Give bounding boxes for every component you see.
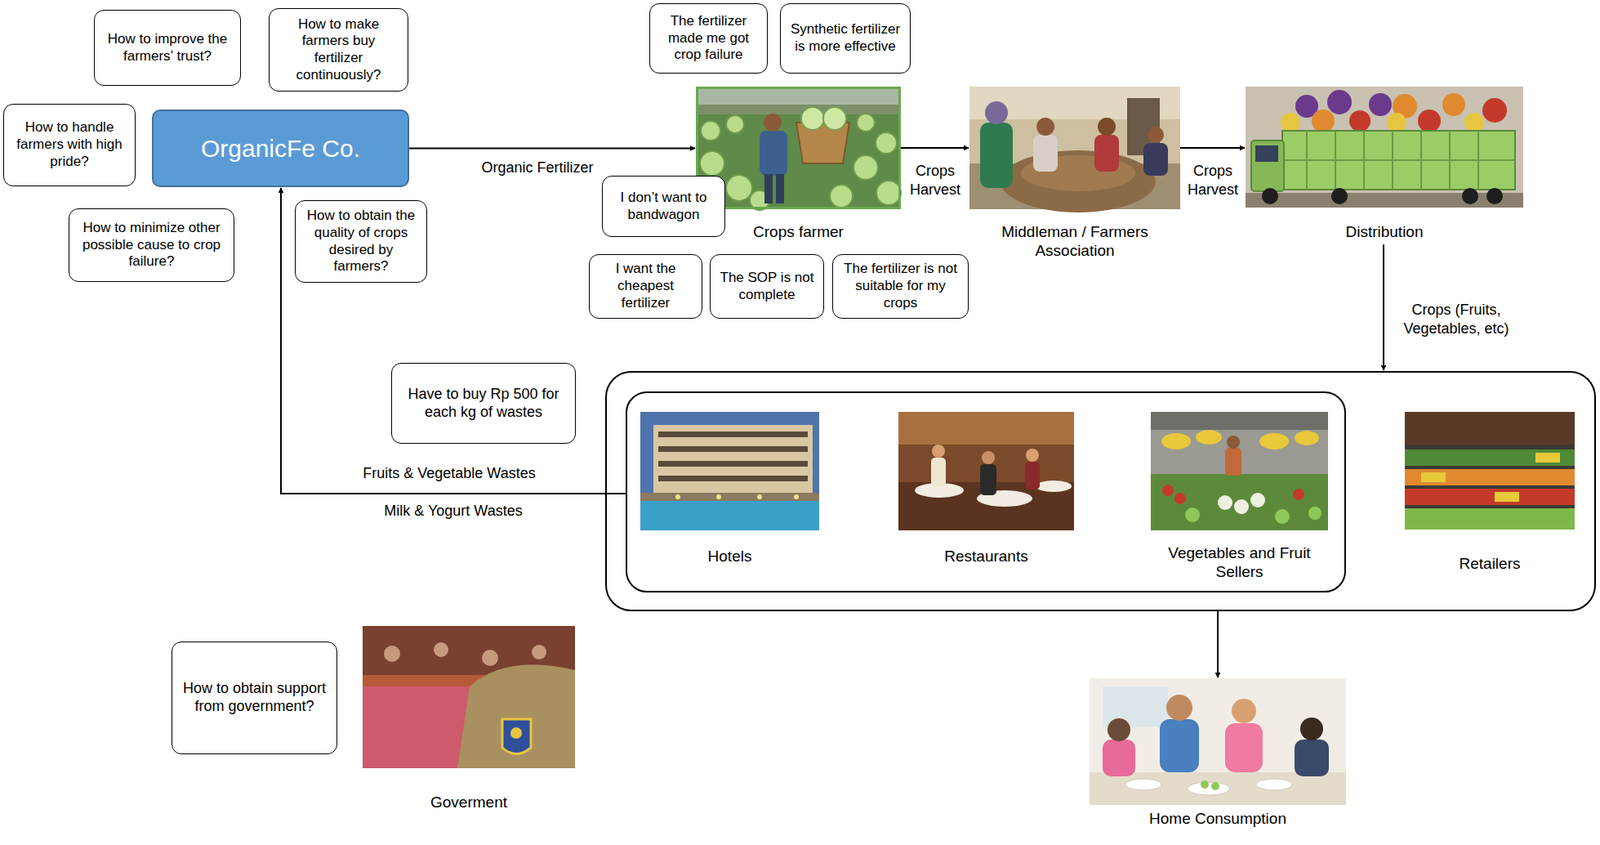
photo-caption: Distribution <box>1245 222 1524 241</box>
callout-text: The SOP is not complete <box>717 269 816 304</box>
flow-note: Milk & Yogurt Wastes <box>359 501 548 521</box>
photo-frame <box>969 86 1181 210</box>
edge-label: Crops Harvest <box>902 161 968 199</box>
callout-text: Have to buy Rp 500 for each kg of wastes <box>399 385 568 422</box>
company-box: OrganicFe Co. <box>151 109 410 188</box>
callout-text: How to improve the farmers’ trust? <box>102 31 233 65</box>
photo-frame <box>1089 677 1346 805</box>
edge-label: Crops Harvest <box>1181 161 1245 199</box>
callout-text: How to minimize other possible cause to … <box>76 219 227 271</box>
photo-caption: Middleman / Farmers Association <box>969 222 1181 260</box>
photo-node: Crops farmer <box>695 86 901 241</box>
photo-caption: Crops farmer <box>695 222 901 241</box>
photo-node: Restaurants <box>898 411 1075 566</box>
callout-box: I want the cheapest fertilizer <box>588 254 703 319</box>
callout-box: How to handle farmers with high pride? <box>3 103 136 187</box>
callout-box: How to obtain the quality of crops desir… <box>294 200 428 283</box>
edge-label: Organic Fertilizer <box>476 158 599 178</box>
distribution-photo <box>1245 86 1524 208</box>
callout-box: The fertilizer made me got crop failure <box>649 3 768 74</box>
photo-node: Hotels <box>640 411 820 566</box>
government-photo <box>362 625 575 768</box>
flow-arrow <box>280 187 626 494</box>
photo-caption: Restaurants <box>898 546 1075 566</box>
photo-node: Middleman / Farmers Association <box>969 86 1181 260</box>
flow-arrow <box>1180 147 1245 149</box>
callout-text: How to make farmers buy fertilizer conti… <box>276 16 401 85</box>
company-name: OrganicFe Co. <box>200 133 361 164</box>
photo-frame <box>898 411 1075 531</box>
photo-frame <box>695 86 901 210</box>
callout-box: How to obtain support from government? <box>171 641 338 754</box>
callout-box: Have to buy Rp 500 for each kg of wastes <box>391 362 576 444</box>
photo-frame <box>1404 411 1575 530</box>
callout-text: How to handle farmers with high pride? <box>11 119 128 170</box>
photo-node: Goverment <box>362 625 575 812</box>
callout-box: How to minimize other possible cause to … <box>68 208 235 282</box>
market-photo <box>1150 411 1329 531</box>
callout-text: The fertilizer made me got crop failure <box>657 13 760 64</box>
flow-arrow <box>900 147 969 149</box>
middleman-photo <box>969 86 1181 213</box>
callout-text: I don’t want to bandwagon <box>610 189 718 223</box>
photo-caption: Hotels <box>640 546 820 566</box>
photo-caption: Goverment <box>362 792 575 812</box>
edge-label: Fruits & Vegetable Wastes <box>343 463 556 483</box>
photo-caption: Vegetables and Fruit Sellers <box>1150 543 1329 581</box>
photo-frame <box>1150 411 1329 531</box>
photo-caption: Retailers <box>1404 553 1575 573</box>
callout-box: The fertilizer is not suitable for my cr… <box>832 254 969 319</box>
group-frame: Hotels Restaurants Vegetables and Fruit Se… <box>625 391 1346 593</box>
callout-box: How to improve the farmers’ trust? <box>93 9 241 86</box>
flow-arrow <box>1216 610 1219 678</box>
photo-node: Vegetables and Fruit Sellers <box>1150 411 1329 581</box>
photo-node: Home Consumption <box>1089 677 1346 828</box>
restaurant-photo <box>898 411 1075 531</box>
home-photo <box>1089 677 1346 805</box>
callout-box: I don’t want to bandwagon <box>601 175 726 237</box>
callout-box: How to make farmers buy fertilizer conti… <box>268 8 409 92</box>
flow-arrow <box>409 147 696 150</box>
group-frame: Hotels Restaurants Vegetables and Fruit Se… <box>605 370 1596 611</box>
photo-caption: Home Consumption <box>1089 808 1346 828</box>
photo-frame <box>1245 86 1524 208</box>
callout-text: The fertilizer is not suitable for my cr… <box>840 260 961 312</box>
flow-arrow <box>1382 244 1385 370</box>
callout-text: I want the cheapest fertilizer <box>597 260 695 312</box>
callout-text: How to obtain the quality of crops desir… <box>303 207 419 276</box>
callout-text: Synthetic fertilizer is more effective <box>788 21 903 55</box>
callout-box: Synthetic fertilizer is more effective <box>779 3 911 74</box>
edge-label: Crops (Fruits, Vegetables, etc) <box>1390 300 1522 338</box>
photo-frame <box>362 625 575 768</box>
photo-node: Retailers <box>1404 411 1575 573</box>
photo-node: Distribution <box>1245 86 1524 241</box>
photo-frame <box>640 411 820 531</box>
callout-box: The SOP is not complete <box>709 254 825 319</box>
hotel-photo <box>640 411 820 531</box>
callout-text: How to obtain support from government? <box>179 679 330 716</box>
retail-photo <box>1404 411 1575 530</box>
